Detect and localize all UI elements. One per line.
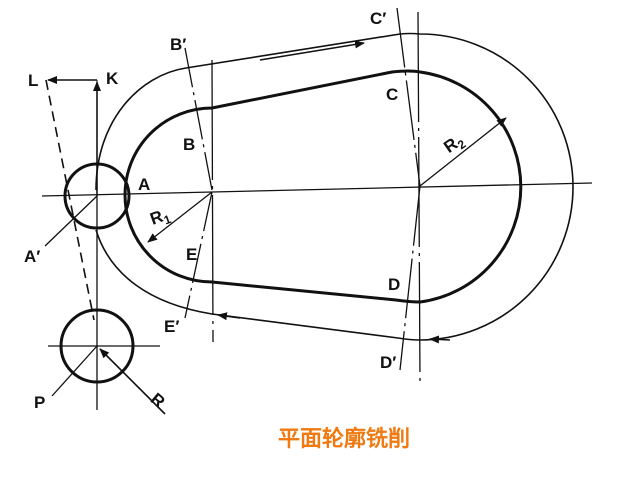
- vertical-centerline-left: [211, 59, 214, 343]
- label-D-prime: D′: [380, 353, 396, 372]
- label-R1: R1: [148, 204, 174, 231]
- R2-dimension: [419, 117, 507, 187]
- label-A-prime: A′: [24, 247, 40, 266]
- label-C: C: [386, 85, 398, 104]
- label-D: D: [388, 275, 400, 294]
- arrow-R: [99, 348, 166, 415]
- label-B: B: [183, 135, 195, 154]
- label-A: A: [138, 175, 150, 194]
- label-C-prime: C′: [370, 9, 386, 28]
- label-E-prime: E′: [164, 317, 179, 336]
- dashed-line-L: [45, 79, 95, 321]
- label-R: R: [147, 389, 169, 411]
- label-P: P: [34, 393, 45, 412]
- R1-dimension: [147, 191, 213, 243]
- diagram-title: 平面轮廓铣削: [277, 427, 410, 452]
- label-K: K: [106, 69, 119, 88]
- horizontal-centerline: [41, 182, 593, 197]
- leader-P: [51, 345, 98, 397]
- label-E: E: [186, 245, 197, 264]
- workpiece-contour: [123, 69, 523, 304]
- label-B-prime: B′: [170, 35, 186, 54]
- label-L: L: [28, 71, 38, 90]
- label-R2: R2: [440, 130, 468, 159]
